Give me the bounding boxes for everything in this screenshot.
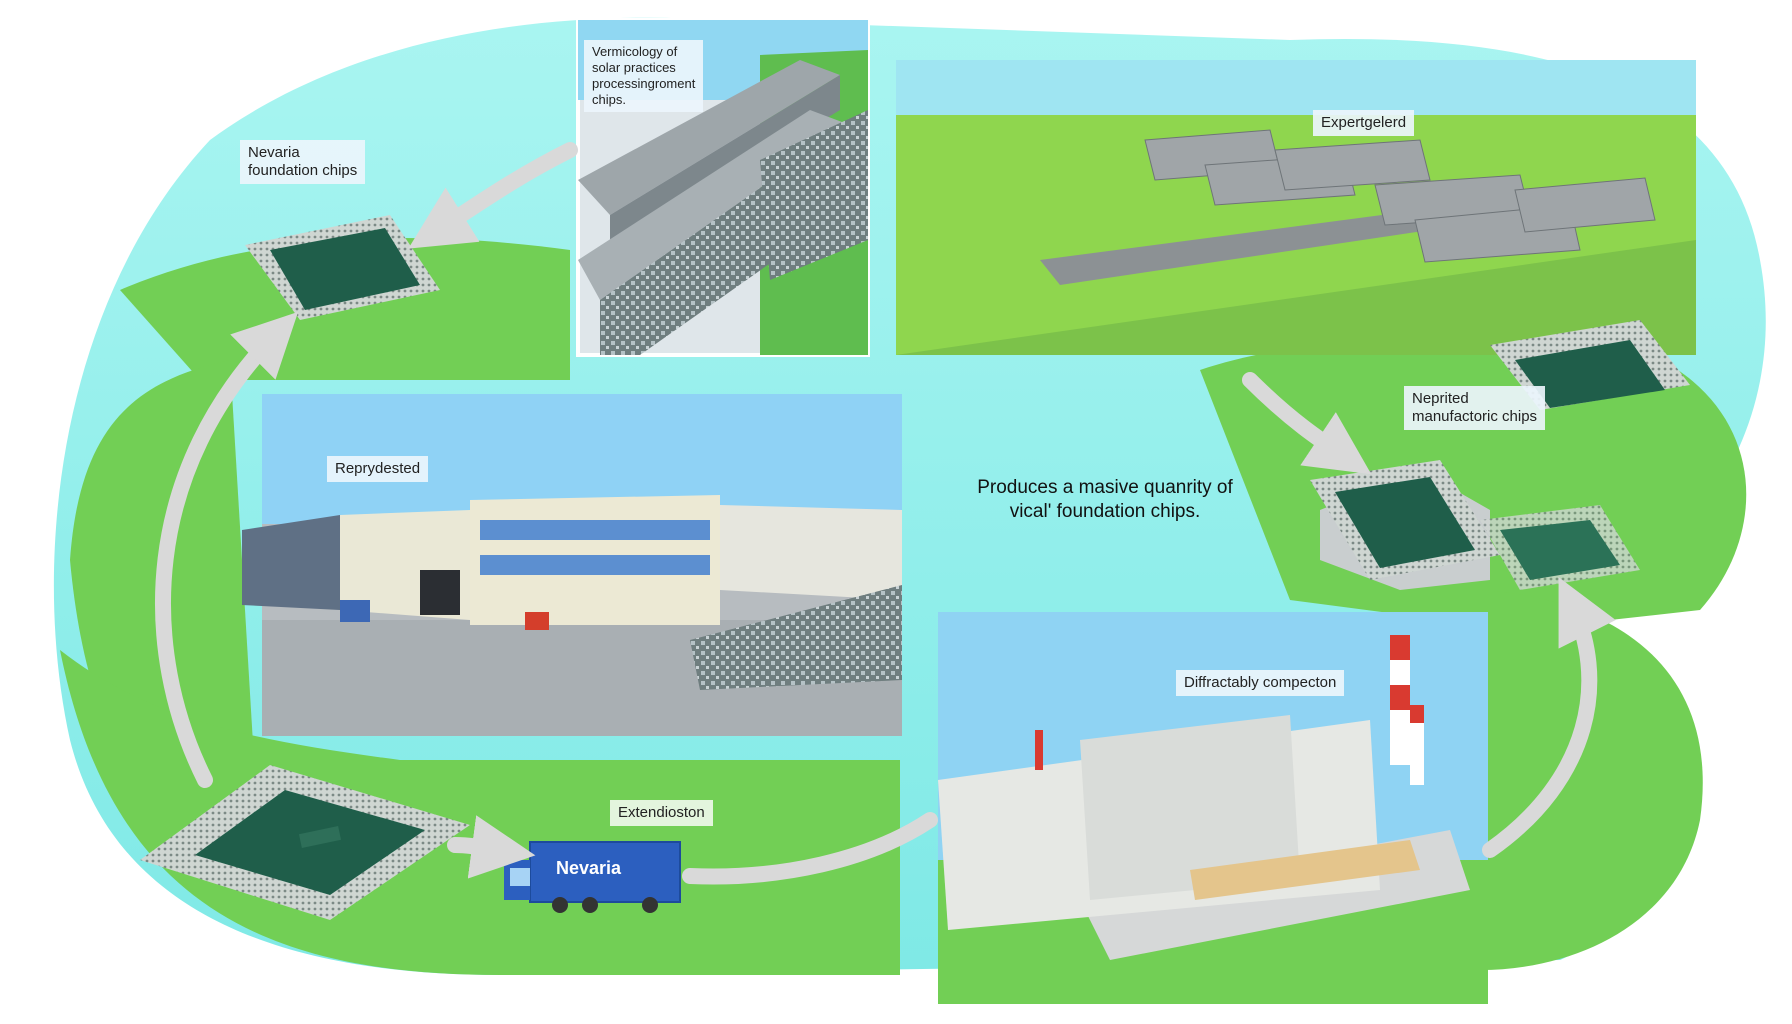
- label-truck-area: Extendioston: [610, 800, 713, 826]
- truck-brand: Nevaria: [556, 858, 622, 878]
- arrow-bottom-up-left: [155, 311, 299, 788]
- label-top-right-panel: Expertgelerd: [1313, 110, 1415, 136]
- arrow-right-up: [1482, 577, 1616, 858]
- arrow-chip-to-truck: [447, 815, 536, 879]
- label-bottom-right-plant: Diffractably compecton: [1176, 670, 1345, 696]
- panel-forest-site: [896, 60, 1696, 355]
- label-right-chip: Neprited manufactoric chips: [1404, 386, 1546, 430]
- arrow-panel-to-chip: [408, 142, 578, 249]
- panel-plant: [938, 612, 1488, 1004]
- top-left-chip: [245, 215, 440, 320]
- panel-chip-rows: [576, 18, 870, 357]
- panel-main-factory: [242, 394, 902, 736]
- label-top-left-chip: Nevaria foundation chips: [240, 140, 366, 184]
- center-caption: Produces a masive quanrity of vical' fou…: [977, 477, 1233, 522]
- arrow-top-right-down: [1242, 372, 1372, 475]
- label-middle-factory: Reprydested: [327, 456, 429, 482]
- label-top-middle-panel: Vermicology of solar practices processin…: [584, 40, 704, 112]
- flow-arrows: [155, 142, 1616, 885]
- arrow-truck-to-plant: [682, 812, 938, 885]
- bottom-left-chip: [140, 765, 470, 920]
